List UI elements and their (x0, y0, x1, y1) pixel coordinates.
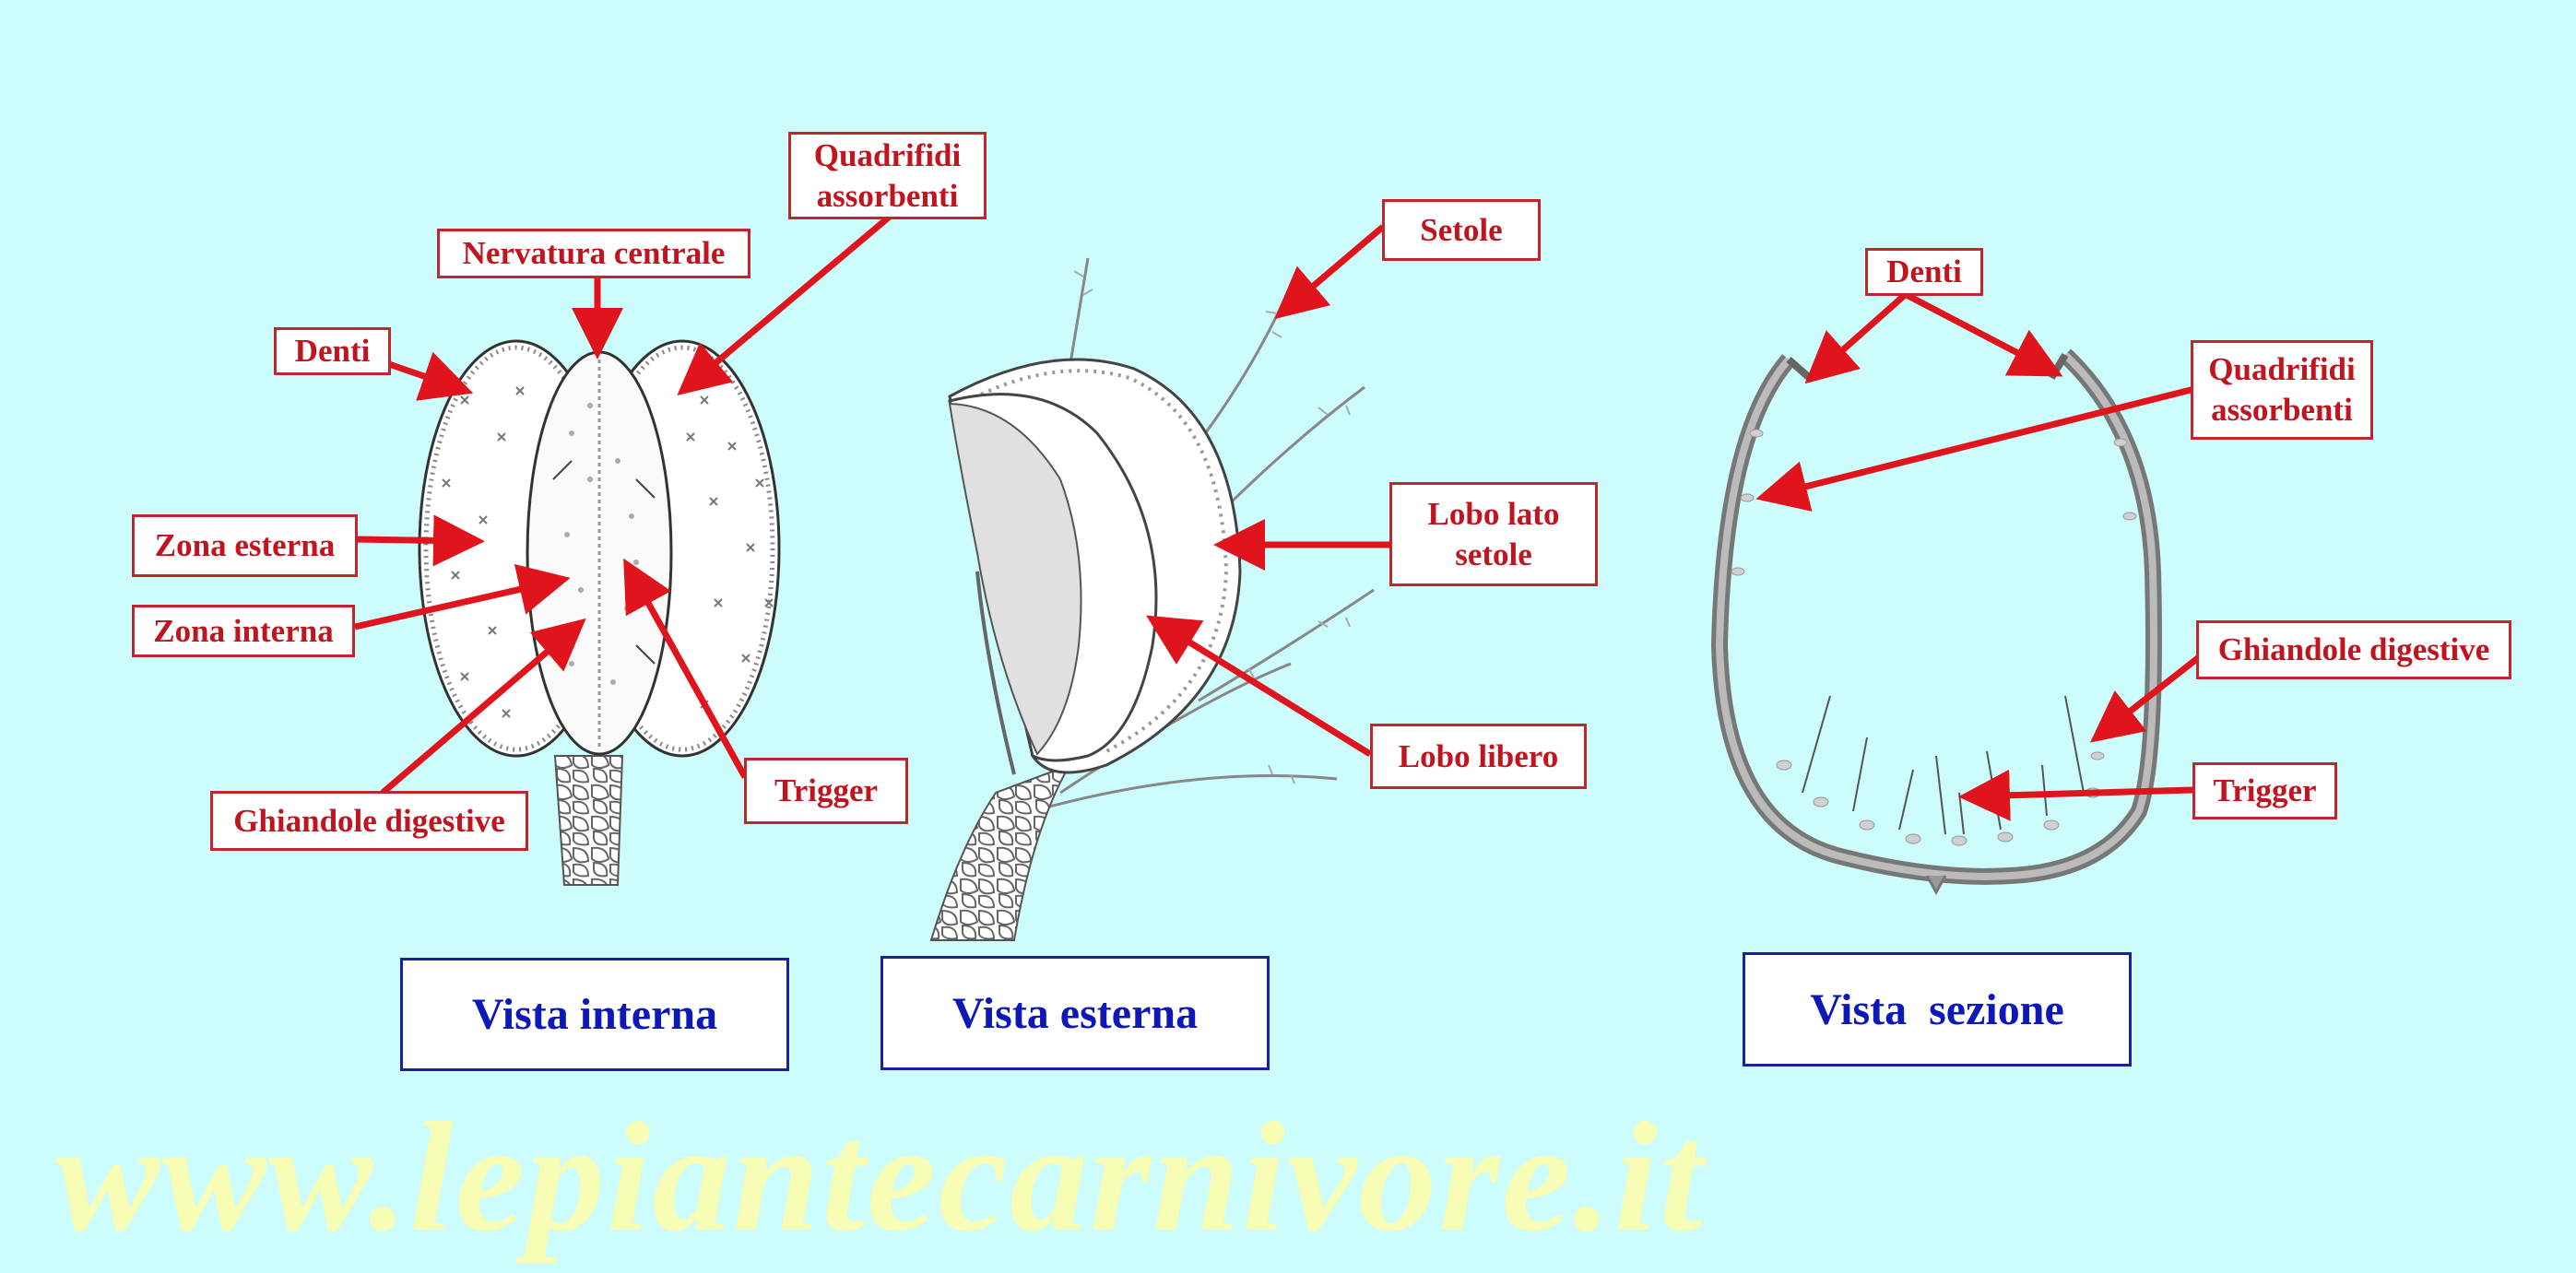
view-title-esterna: Vista esterna (880, 956, 1270, 1070)
label-ghiandole-sezione: Ghiandole digestive (2196, 620, 2511, 679)
view-title-sezione: Vista sezione (1743, 952, 2132, 1067)
arrow-denti-sezione-right (1905, 291, 2063, 377)
outer-lobe-rim (958, 369, 1229, 753)
label-trigger-sezione: Trigger (2192, 762, 2337, 819)
arrow-setole (1274, 224, 1386, 320)
arrow-ghiandole-interna (380, 618, 586, 796)
arrow-zona-interna (354, 564, 571, 631)
section-hairs (1802, 695, 2085, 835)
watermark: www.lepiantecarnivore.it (55, 1090, 1705, 1264)
label-setole: Setole (1382, 199, 1541, 261)
arrow-zona-esterna (354, 514, 485, 567)
outer-stalk (929, 763, 1072, 941)
label-denti-sezione: Denti (1865, 248, 1983, 296)
arrows (354, 213, 2202, 821)
label-quadrifidi-sezione: Quadrifidi assorbenti (2191, 340, 2373, 440)
label-lobo-libero: Lobo libero (1370, 724, 1587, 789)
arrow-denti-sezione-left (1804, 292, 1908, 384)
arrow-trigger-interna (623, 558, 749, 779)
label-zona-esterna: Zona esterna (132, 514, 358, 577)
arrow-lobo-libero (1146, 615, 1372, 757)
arrow-quadrifidi-sezione (1755, 385, 2195, 512)
inner-face (948, 402, 1082, 756)
section-view-drawing (1710, 348, 2162, 896)
label-nervatura-centrale: Nervatura centrale (437, 229, 750, 278)
arrow-quadrifidi-interna (677, 213, 893, 396)
section-wall-outer (1710, 348, 2162, 885)
label-lobo-lato-setole: Lobo lato setole (1389, 482, 1598, 586)
arrow-denti-interna (387, 351, 474, 401)
label-zona-interna: Zona interna (132, 605, 355, 657)
arrow-trigger-sezione (1958, 769, 2193, 821)
leaf-stalk (553, 755, 624, 886)
view-title-interna: Vista interna (400, 958, 789, 1071)
label-trigger-interna: Trigger (744, 758, 908, 824)
label-ghiandole-interna: Ghiandole digestive (210, 791, 528, 851)
label-denti-interna: Denti (274, 327, 391, 375)
section-wall-inner (1715, 352, 2157, 880)
bristle-spines (1073, 270, 1351, 784)
outer-view-drawing (929, 257, 1375, 941)
label-quadrifidi-interna: Quadrifidi assorbenti (788, 132, 987, 219)
arrow-ghiandole-sezione (2089, 654, 2202, 743)
